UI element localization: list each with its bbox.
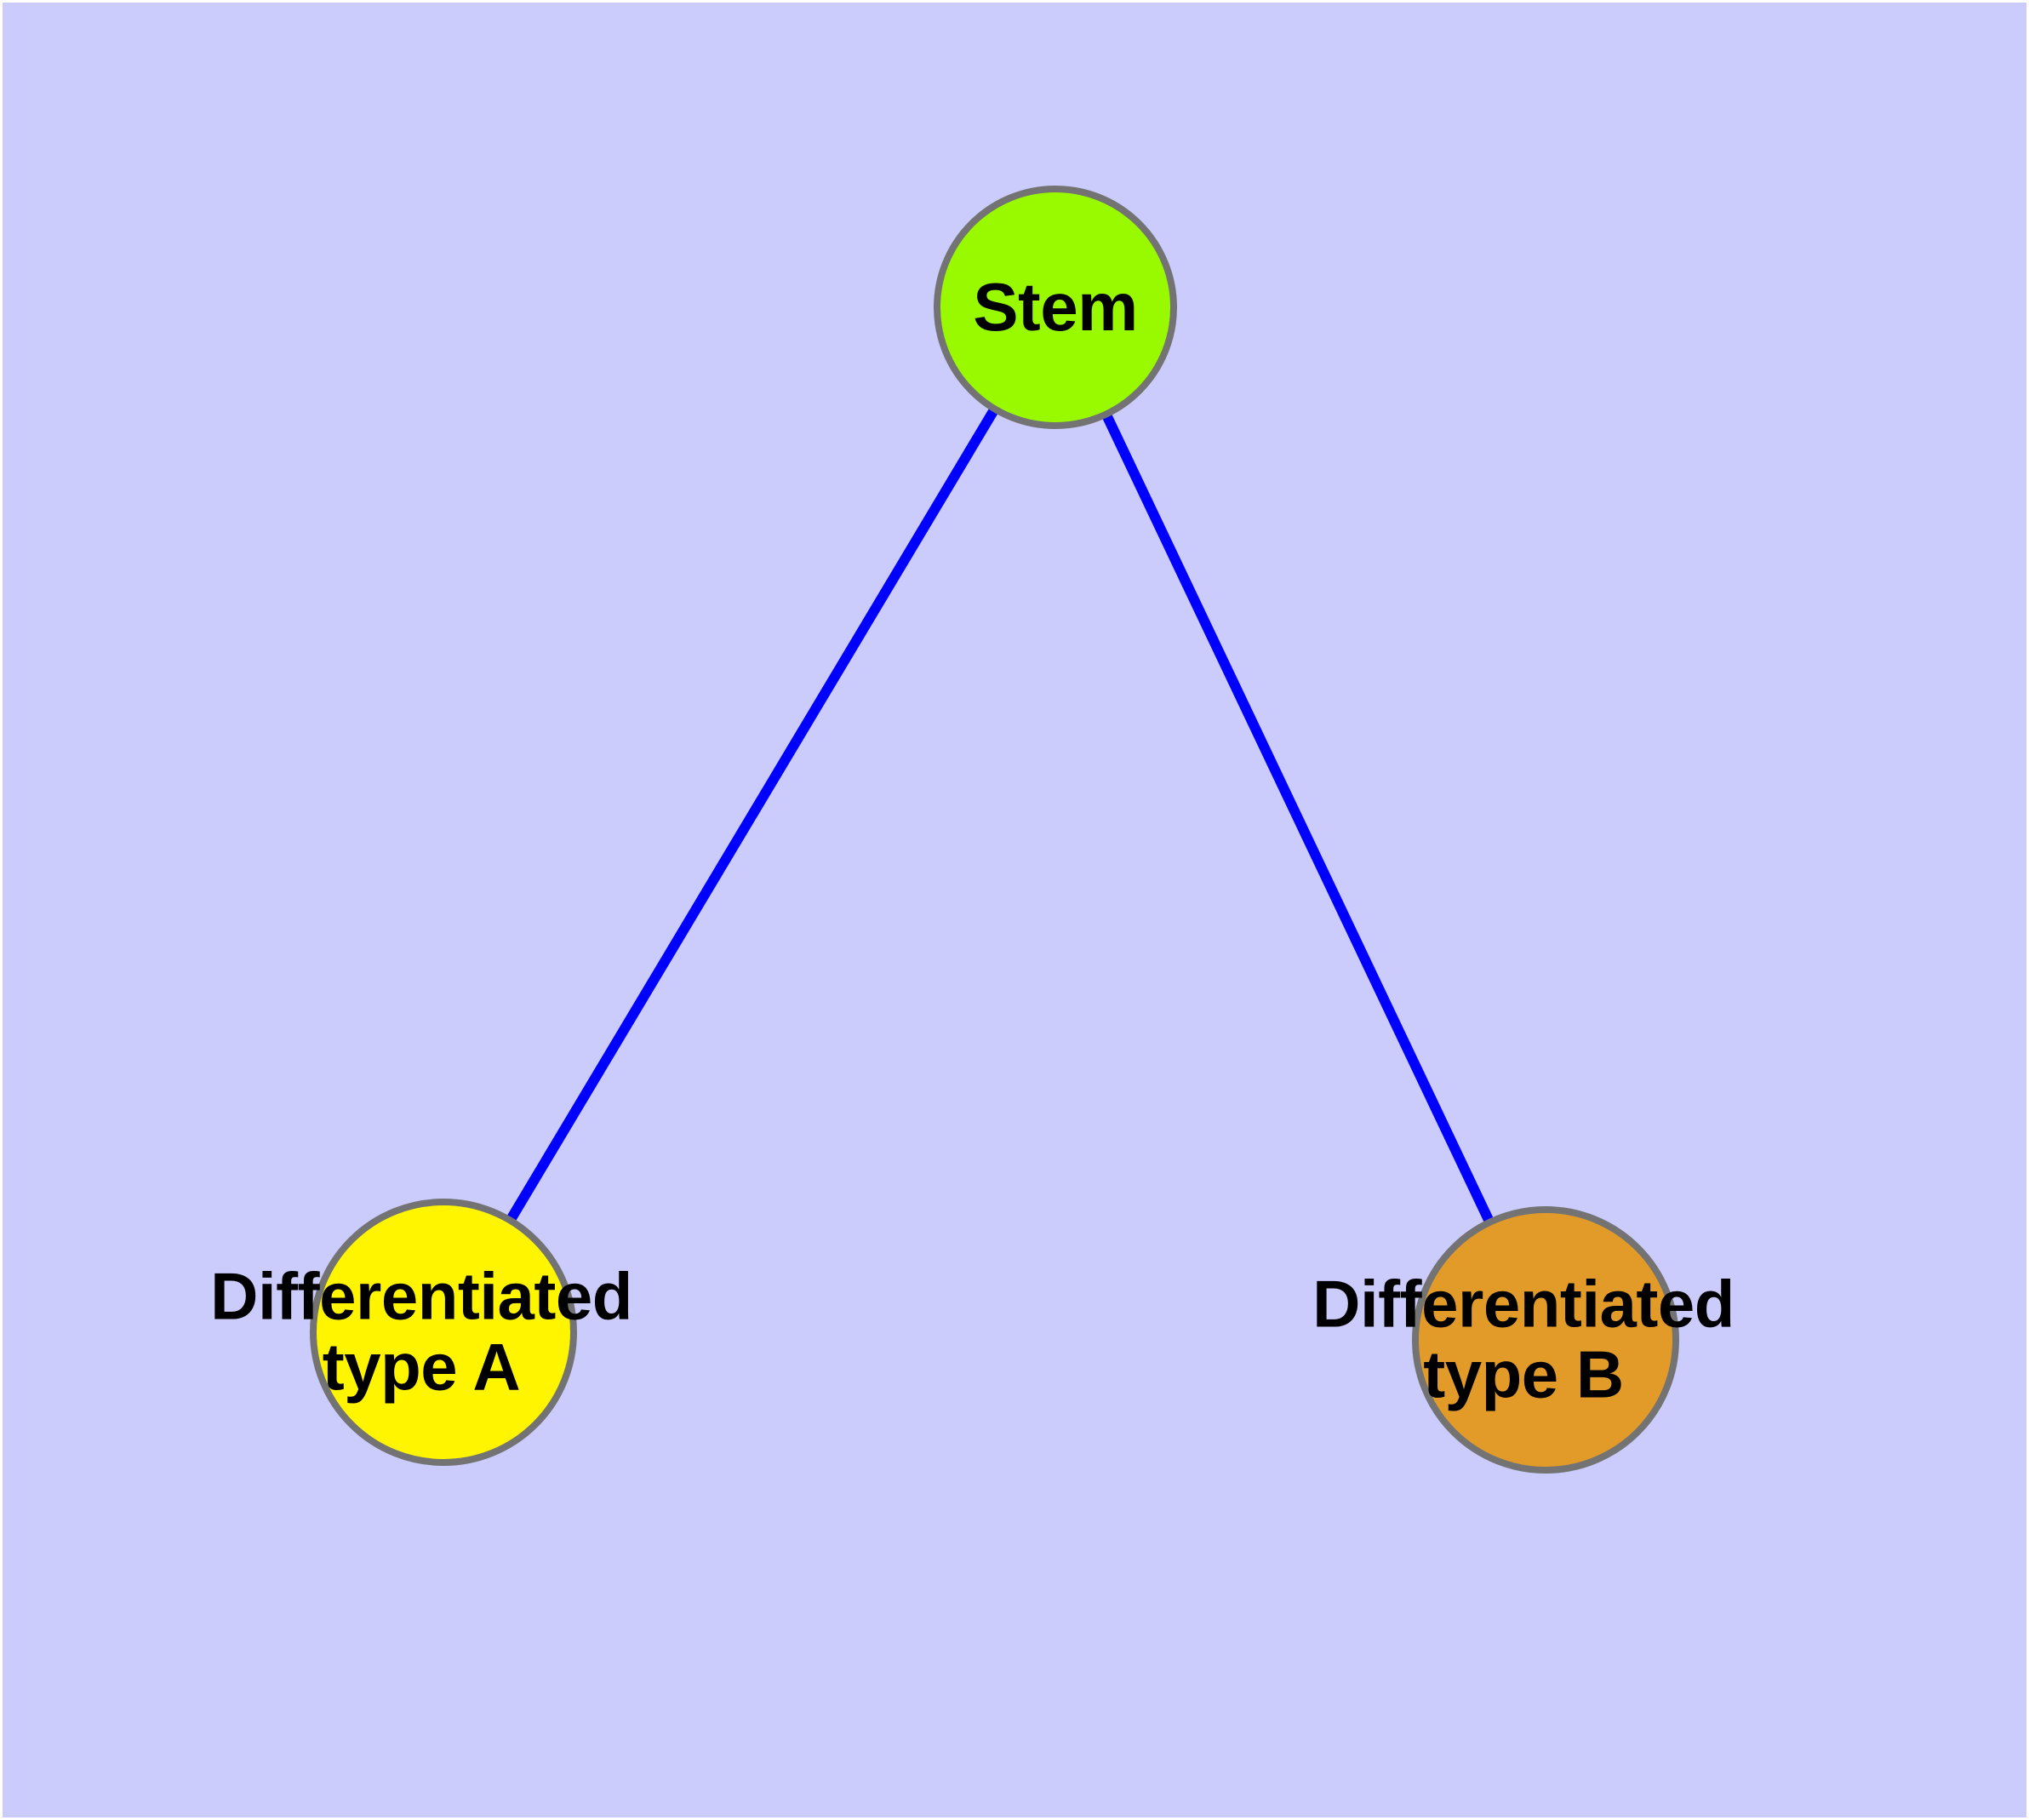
edges-layer <box>438 304 1551 1342</box>
graph-edge-stem-to-diff_a[interactable] <box>438 304 1060 1336</box>
graph-node-diff_a[interactable] <box>310 1199 577 1466</box>
graph-edge-stem-to-diff_b[interactable] <box>1050 305 1551 1342</box>
nodes-layer <box>310 186 1679 1474</box>
graph-node-stem[interactable] <box>934 186 1177 429</box>
graph-node-diff_b[interactable] <box>1412 1206 1679 1474</box>
